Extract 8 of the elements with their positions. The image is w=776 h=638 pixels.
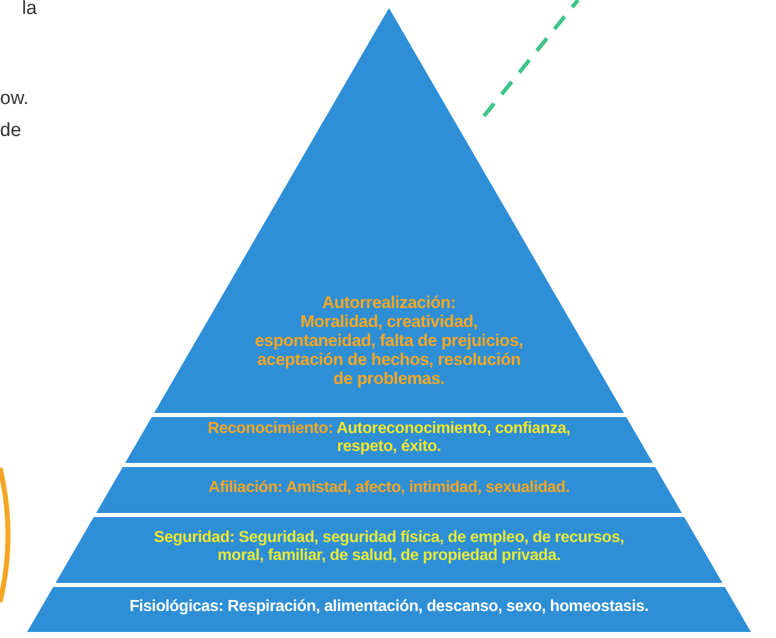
- text-fragment: de: [0, 120, 22, 142]
- text-fragment: la: [22, 0, 37, 20]
- text-fragment: ow.: [0, 88, 29, 110]
- level-text: Seguridad: Seguridad, seguridad física, de empleo, de recursos, moral, familiar, de salud, de propiedad privada.: [152, 529, 626, 565]
- level-text: Autorrealización: Moralidad, creatividad, espontaneidad, falta de prejuicios, aceptación de hechos, resolución de problemas.: [254, 293, 524, 388]
- level-text: Afiliación: Amistad, afecto, intimidad, sexualidad.: [207, 479, 571, 497]
- level-text: Fisiológicas: Respiración, alimentación, descanso, sexo, homeostasis.: [128, 598, 650, 616]
- level-text: Reconocimiento: Autoreconocimiento, confianza, respeto, éxito.: [206, 420, 572, 456]
